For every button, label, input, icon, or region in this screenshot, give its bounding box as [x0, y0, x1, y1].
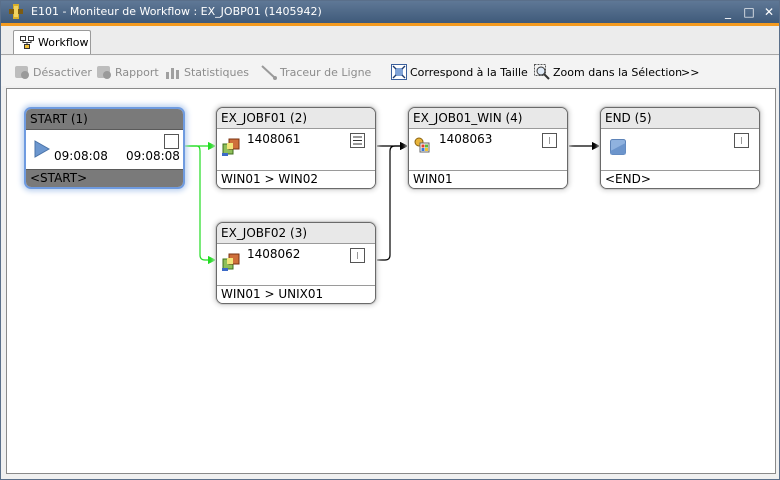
node-end-header: END (5) [601, 108, 759, 129]
node-ex-jobf02-title: EX_JOBF02 (3) [221, 226, 308, 240]
node-ex-jobf02-footer: WIN01 > UNIX01 [217, 285, 375, 303]
node-ex-jobf01-footer-label: WIN01 > WIN02 [221, 172, 318, 186]
node-start-time-end: 09:08:08 [126, 149, 180, 163]
node-start-time-start: 09:08:08 [54, 149, 108, 163]
node-end-footer: <END> [601, 170, 759, 188]
node-ex-jobf01-footer: WIN01 > WIN02 [217, 170, 375, 188]
node-ex-job01-win-footer-label: WIN01 [413, 172, 453, 186]
statistics-icon [166, 68, 179, 79]
maximize-button[interactable]: □ [743, 5, 755, 19]
minimize-button[interactable]: _ [725, 5, 731, 19]
detail-icon[interactable] [734, 133, 749, 148]
report-icon [97, 66, 111, 79]
node-ex-job01-win-header: EX_JOB01_WIN (4) [409, 108, 567, 129]
node-ex-jobf01-header: EX_JOBF01 (2) [217, 108, 375, 129]
node-ex-jobf02-footer-label: WIN01 > UNIX01 [221, 287, 324, 301]
toolbar: Désactiver Rapport Statistiques Traceur … [1, 56, 779, 86]
windows-job-icon [414, 137, 430, 153]
node-ex-job01-win[interactable]: EX_JOB01_WIN (4) 1408063 WIN01 [408, 107, 568, 189]
app-icon [9, 4, 23, 19]
deactivate-icon [15, 66, 29, 79]
node-start[interactable]: START (1) 09:08:08 09:08:08 <START> [24, 107, 185, 189]
play-icon [34, 140, 50, 158]
detail-icon[interactable] [350, 248, 365, 263]
node-start-footer: <START> [26, 169, 183, 187]
file-transfer-icon [222, 138, 240, 156]
node-ex-jobf01-title: EX_JOBF01 (2) [221, 111, 308, 125]
workflow-links [184, 141, 601, 265]
window-title: E101 - Moniteur de Workflow : EX_JOBP01 … [31, 5, 322, 18]
node-end-title: END (5) [605, 111, 652, 125]
node-start-title: START (1) [30, 112, 88, 126]
zoom-icon [534, 64, 550, 80]
workflow-icon [20, 36, 34, 49]
node-ex-jobf02-run-id: 1408062 [247, 247, 301, 261]
link-start-to-jobf02 [184, 145, 217, 265]
line-tracer-icon [261, 65, 277, 80]
node-start-header: START (1) [26, 109, 183, 130]
detail-icon[interactable] [350, 133, 365, 148]
node-ex-jobf02-header: EX_JOBF02 (3) [217, 223, 375, 244]
node-ex-jobf02[interactable]: EX_JOBF02 (3) 1408062 WIN01 > UNIX01 [216, 222, 376, 304]
node-ex-job01-win-run-id: 1408063 [439, 132, 493, 146]
node-ex-job01-win-footer: WIN01 [409, 170, 567, 188]
node-end-footer-label: <END> [605, 172, 651, 186]
fit-size-icon [391, 64, 407, 80]
file-transfer-icon [222, 253, 240, 271]
tab-strip: Workflow [1, 26, 779, 55]
title-bar[interactable]: E101 - Moniteur de Workflow : EX_JOBP01 … [1, 1, 779, 23]
node-ex-jobf01[interactable]: EX_JOBF01 (2) 1408061 WIN01 > WIN02 [216, 107, 376, 189]
node-end[interactable]: END (5) <END> [600, 107, 760, 189]
accent-line [1, 23, 779, 26]
node-ex-jobf01-run-id: 1408061 [247, 132, 301, 146]
link-jobf02-to-job01win [376, 141, 409, 261]
tab-workflow-label: Workflow [38, 36, 89, 49]
end-icon [610, 139, 626, 155]
node-start-footer-label: <START> [30, 171, 88, 185]
close-button[interactable]: ✕ [763, 5, 775, 19]
tab-workflow[interactable]: Workflow [13, 30, 91, 54]
detail-icon[interactable] [542, 133, 557, 148]
workflow-canvas[interactable]: START (1) 09:08:08 09:08:08 <START> EX_J… [6, 88, 776, 474]
node-ex-job01-win-title: EX_JOB01_WIN (4) [413, 111, 523, 125]
node-start-checkbox[interactable] [164, 134, 179, 149]
